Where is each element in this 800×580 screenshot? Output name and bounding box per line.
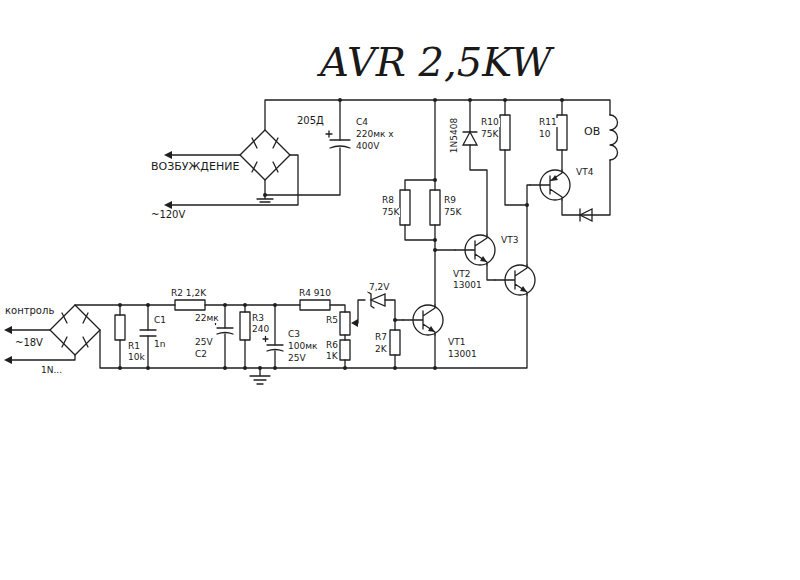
part-label: R4 910 (298, 289, 332, 298)
junction-dot (433, 248, 437, 252)
junction-dot (258, 366, 262, 370)
transistor-leads (403, 170, 562, 335)
junction-dot (525, 203, 529, 207)
part-label: 1N... (40, 366, 63, 375)
part-label: 13001 (447, 350, 478, 359)
junction-dot (503, 98, 507, 102)
part-label: 100мк (287, 342, 318, 351)
part-label: 75K (381, 208, 400, 217)
part-label: 400V (355, 142, 380, 151)
arrow-head (164, 151, 172, 159)
part-label: ОВ (583, 126, 601, 137)
arrow-head (4, 356, 12, 364)
junction-dot (118, 303, 122, 307)
junction-dot (433, 366, 437, 370)
junction-dot (338, 98, 342, 102)
emitter-arrow (480, 256, 487, 262)
part-label: 75K (443, 208, 462, 217)
part-label: 25V (287, 354, 307, 363)
part-label: R7 (374, 333, 388, 342)
emitter-arrow (551, 175, 558, 181)
junction-dot (273, 303, 277, 307)
part-label: 10 (538, 130, 551, 139)
part-label: 1K (325, 352, 339, 361)
part-label: 10k (127, 353, 146, 362)
part-label: 205Д (296, 116, 325, 126)
part-label: 13001 (452, 281, 483, 290)
diode-bar (62, 132, 580, 347)
part-label: 75K (480, 130, 499, 139)
wiper-arrow (351, 319, 358, 327)
part-label: VT2 (452, 270, 471, 279)
junction-dot (118, 366, 122, 370)
junction-dot (560, 98, 564, 102)
part-label: R2 1,2K (170, 289, 207, 298)
part-label: 220мк х (355, 130, 395, 139)
part-label: 1N5408 (451, 116, 460, 153)
resistor-symbol (115, 115, 567, 360)
junction-dot (223, 366, 227, 370)
capacitor-symbol (140, 131, 350, 351)
part-label: R1 (127, 342, 141, 351)
part-label: 240 (251, 325, 270, 334)
symbol-fills (4, 98, 592, 370)
junction-dot (146, 366, 150, 370)
junction-dot (273, 366, 277, 370)
diode-triangle (580, 209, 592, 221)
part-label: R5 (325, 316, 339, 325)
part-label: C3 (287, 330, 301, 339)
part-label: контроль (4, 306, 55, 316)
junction-dot (433, 98, 437, 102)
arrow-head (164, 201, 172, 209)
emitter-arrow (520, 286, 527, 292)
part-label: 1n (153, 340, 166, 349)
arrow-head (4, 326, 12, 334)
part-label: C1 (153, 316, 167, 325)
junction-dot (433, 178, 437, 182)
diagram-title: AVR 2,5KW (320, 40, 552, 84)
inductor-coil (610, 115, 618, 160)
part-label: VT1 (447, 338, 466, 347)
junction-dot (146, 303, 150, 307)
junction-dot (393, 366, 397, 370)
wire (12, 100, 610, 384)
part-label: C4 (355, 118, 369, 127)
part-label: ~18V (14, 338, 44, 348)
zener-triangle (371, 294, 385, 306)
part-label: VT4 (575, 168, 594, 177)
part-label: R11 (538, 118, 558, 127)
junction-dot (468, 98, 472, 102)
junction-dot (243, 366, 247, 370)
part-label: ВОЗБУЖДЕНИЕ (150, 161, 240, 172)
part-label: R9 (443, 196, 457, 205)
junction-dot (243, 303, 247, 307)
junction-dot (433, 238, 437, 242)
junction-dot (393, 318, 397, 322)
junction-dot (343, 366, 347, 370)
part-label: R8 (381, 196, 395, 205)
part-label: 22мк (194, 314, 220, 323)
part-label: 2K (374, 345, 388, 354)
diode-triangle (463, 132, 477, 145)
junction-dot (263, 193, 267, 197)
junction-dot (223, 303, 227, 307)
part-label: 7,2V (368, 283, 390, 292)
emitter-arrow (428, 326, 435, 332)
part-label: R6 (325, 341, 339, 350)
part-label: R10 (480, 118, 500, 127)
part-label: C2 (194, 350, 208, 359)
part-label: 25V (194, 338, 214, 347)
part-label: ~120V (150, 210, 186, 220)
part-label: R3 (251, 314, 265, 323)
wiring (12, 100, 618, 384)
diode-bridge (50, 130, 290, 355)
part-label: VT3 (500, 236, 519, 245)
